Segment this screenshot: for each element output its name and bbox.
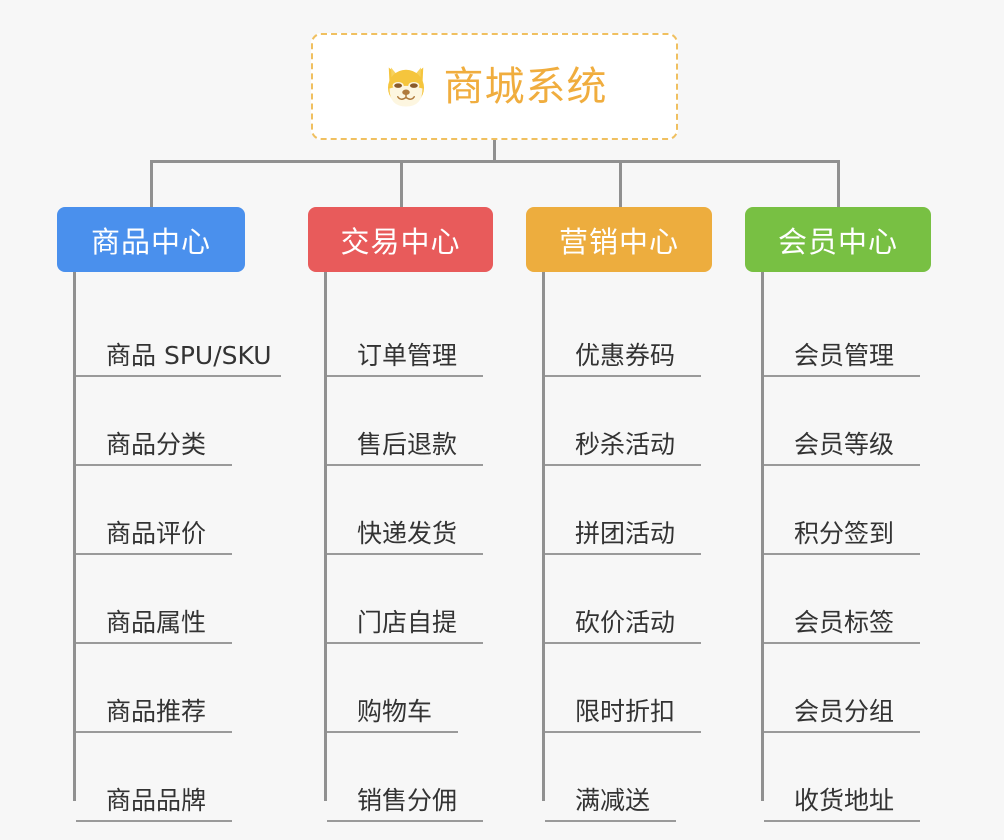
- branch-item-list: 订单管理售后退款快递发货门店自提购物车销售分佣: [324, 272, 493, 822]
- branch-item[interactable]: 会员管理: [764, 288, 931, 377]
- branch-item-label: 快递发货: [357, 518, 458, 548]
- branch-item-underline: [327, 820, 483, 822]
- branch-item-label: 销售分佣: [357, 785, 458, 815]
- branch-column-2: 营销中心优惠券码秒杀活动拼团活动砍价活动限时折扣满减送: [526, 207, 712, 822]
- branch-item[interactable]: 优惠券码: [545, 288, 712, 377]
- branch-item-label: 秒杀活动: [575, 429, 676, 459]
- branch-item[interactable]: 积分签到: [764, 466, 931, 555]
- branch-item-underline: [545, 820, 676, 822]
- branch-item[interactable]: 砍价活动: [545, 555, 712, 644]
- branch-item[interactable]: 会员标签: [764, 555, 931, 644]
- branch-item-underline: [545, 464, 701, 466]
- branch-column-3: 会员中心会员管理会员等级积分签到会员标签会员分组收货地址: [745, 207, 931, 822]
- branch-item-underline: [764, 731, 920, 733]
- branch-item-underline: [327, 731, 458, 733]
- branch-item[interactable]: 商品 SPU/SKU: [76, 288, 281, 377]
- branch-item-underline: [76, 731, 232, 733]
- branch-item-label: 满减送: [575, 785, 651, 815]
- connector-drop-3: [837, 160, 840, 208]
- connector-bus: [150, 160, 840, 163]
- branch-item-label: 商品品牌: [106, 785, 207, 815]
- branch-item-underline: [76, 553, 232, 555]
- branch-header-label: 营销中心: [558, 224, 679, 259]
- branch-item[interactable]: 门店自提: [327, 555, 493, 644]
- connector-drop-2: [619, 160, 622, 208]
- branch-item-label: 商品评价: [106, 518, 207, 548]
- branch-item-underline: [76, 820, 232, 822]
- branch-item-label: 限时折扣: [575, 696, 676, 726]
- branch-header-0[interactable]: 商品中心: [57, 207, 245, 272]
- branch-item-label: 优惠券码: [575, 340, 676, 370]
- branch-item-label: 拼团活动: [575, 518, 676, 548]
- branch-header-label: 会员中心: [777, 224, 898, 259]
- branch-header-label: 交易中心: [340, 224, 461, 259]
- branch-item-underline: [764, 553, 920, 555]
- branch-item[interactable]: 商品品牌: [76, 733, 245, 822]
- branch-item-underline: [545, 553, 701, 555]
- branch-item-list: 优惠券码秒杀活动拼团活动砍价活动限时折扣满减送: [542, 272, 712, 822]
- branch-item-underline: [327, 375, 483, 377]
- branch-item-underline: [764, 642, 920, 644]
- branch-item-underline: [545, 642, 701, 644]
- branch-item-underline: [327, 642, 483, 644]
- branch-item[interactable]: 会员等级: [764, 377, 931, 466]
- connector-stem: [493, 140, 496, 162]
- branch-item[interactable]: 商品评价: [76, 466, 245, 555]
- branch-item-label: 商品分类: [106, 429, 207, 459]
- branch-item-underline: [327, 464, 483, 466]
- branch-item-label: 门店自提: [357, 607, 458, 637]
- root-node-card[interactable]: 商城系统: [311, 33, 678, 140]
- branch-item[interactable]: 商品分类: [76, 377, 245, 466]
- branch-item[interactable]: 限时折扣: [545, 644, 712, 733]
- branch-item[interactable]: 销售分佣: [327, 733, 493, 822]
- branch-item-label: 售后退款: [357, 429, 458, 459]
- branch-header-label: 商品中心: [90, 224, 211, 259]
- branch-item-label: 会员标签: [794, 607, 895, 637]
- branch-item-label: 商品 SPU/SKU: [106, 340, 272, 370]
- branch-item-label: 砍价活动: [575, 607, 676, 637]
- branch-item-underline: [764, 375, 920, 377]
- branch-item-underline: [76, 642, 232, 644]
- branch-header-1[interactable]: 交易中心: [308, 207, 493, 272]
- branch-column-0: 商品中心商品 SPU/SKU 商品分类商品评价商品属性商品推荐商品品牌: [57, 207, 281, 822]
- branch-item[interactable]: 商品属性: [76, 555, 245, 644]
- branch-item-list: 商品 SPU/SKU 商品分类商品评价商品属性商品推荐商品品牌: [73, 272, 281, 822]
- branch-item-list: 会员管理会员等级积分签到会员标签会员分组收货地址: [761, 272, 931, 822]
- branch-item-label: 商品属性: [106, 607, 207, 637]
- branch-item-label: 会员管理: [794, 340, 895, 370]
- branch-item-underline: [327, 553, 483, 555]
- branch-item-underline: [76, 464, 232, 466]
- branch-item-underline: [764, 464, 920, 466]
- root-node-label: 商城系统: [443, 63, 608, 110]
- connector-drop-1: [400, 160, 403, 208]
- branch-item-label: 积分签到: [794, 518, 895, 548]
- branch-item-underline: [76, 375, 281, 377]
- branch-header-3[interactable]: 会员中心: [745, 207, 931, 272]
- branch-item-label: 收货地址: [794, 785, 895, 815]
- branch-item[interactable]: 商品推荐: [76, 644, 245, 733]
- branch-item[interactable]: 拼团活动: [545, 466, 712, 555]
- branch-item[interactable]: 满减送: [545, 733, 712, 822]
- branch-item[interactable]: 秒杀活动: [545, 377, 712, 466]
- branch-item[interactable]: 会员分组: [764, 644, 931, 733]
- branch-item[interactable]: 购物车: [327, 644, 493, 733]
- branch-item-label: 商品推荐: [106, 696, 207, 726]
- branch-item-label: 会员分组: [794, 696, 895, 726]
- branch-item-underline: [545, 375, 701, 377]
- branch-header-2[interactable]: 营销中心: [526, 207, 712, 272]
- branch-item[interactable]: 快递发货: [327, 466, 493, 555]
- branch-item-label: 会员等级: [794, 429, 895, 459]
- branch-item-underline: [764, 820, 920, 822]
- branch-item[interactable]: 订单管理: [327, 288, 493, 377]
- branch-column-1: 交易中心订单管理售后退款快递发货门店自提购物车销售分佣: [308, 207, 493, 822]
- branch-item[interactable]: 售后退款: [327, 377, 493, 466]
- branch-item-label: 订单管理: [357, 340, 458, 370]
- connector-drop-0: [150, 160, 153, 208]
- branch-item-label: 购物车: [357, 696, 433, 726]
- branch-item[interactable]: 收货地址: [764, 733, 931, 822]
- shiba-dog-face-icon: [387, 67, 424, 107]
- branch-item-underline: [545, 731, 701, 733]
